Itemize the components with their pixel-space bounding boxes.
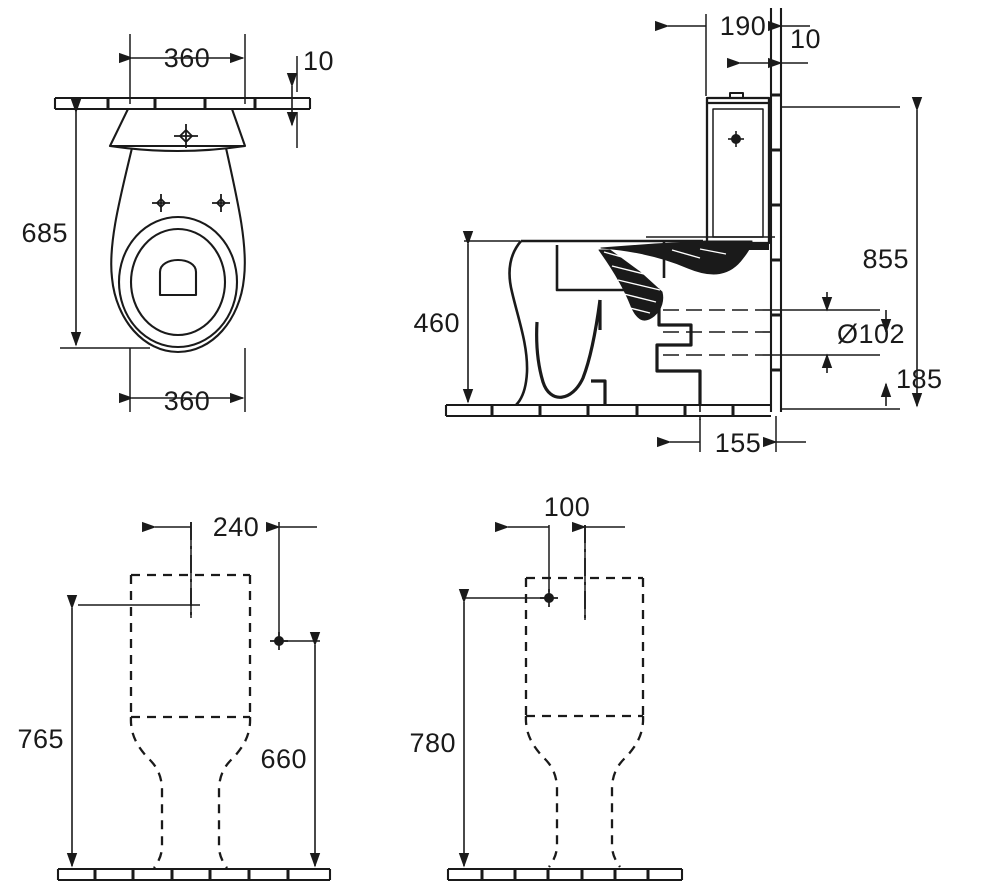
front-view-right: 100 780 xyxy=(409,492,684,882)
front-view-left: 240 765 660 xyxy=(17,512,332,882)
dim-side-outlet-height: 185 xyxy=(880,310,943,406)
dim-plan-width-bottom-label: 360 xyxy=(164,386,211,416)
dim-side-total-height-label: 855 xyxy=(862,244,909,274)
dim-front-right-inlet-height-label: 780 xyxy=(409,728,456,758)
dim-plan-seat-thickness-label: 10 xyxy=(303,46,334,76)
side-trap-profile xyxy=(535,292,702,405)
dim-front-left-inlet-height: 660 xyxy=(260,632,321,868)
plan-extension-lines xyxy=(60,34,298,412)
side-flush-button-icon xyxy=(728,131,744,147)
plan-seat-rim xyxy=(117,215,239,349)
plan-view: 360 10 685 360 xyxy=(21,34,334,416)
dim-plan-width-bottom: 360 xyxy=(119,386,245,416)
dim-side-seat-height-label: 460 xyxy=(413,308,460,338)
plan-fixing-hole-icon-left xyxy=(152,194,170,212)
dim-front-right-inlet-offset: 100 xyxy=(495,492,625,533)
dim-side-cistern-offset-label: 190 xyxy=(720,11,767,41)
dim-side-total-height: 855 xyxy=(862,97,923,408)
dim-front-left-total-height-label: 765 xyxy=(17,724,64,754)
side-extension-lines xyxy=(464,14,900,452)
dim-front-right-inlet-height: 780 xyxy=(409,589,470,868)
side-outlet-centrelines xyxy=(663,309,775,420)
plan-bowl-opening xyxy=(158,259,198,297)
dim-side-outlet-diameter-label: Ø102 xyxy=(837,319,905,349)
plan-fixing-hole-icon-right xyxy=(212,194,230,212)
plan-flush-button-icon xyxy=(174,124,198,148)
dim-front-left-inlet-offset: 240 xyxy=(142,512,317,542)
dim-front-left-inlet-height-label: 660 xyxy=(260,744,307,774)
front-right-hidden-outline xyxy=(524,576,645,868)
dim-plan-width-top-label: 360 xyxy=(164,43,211,73)
dim-side-wall-gap-label: 10 xyxy=(790,24,821,54)
front-left-extension-lines xyxy=(78,522,320,642)
dim-side-outlet-offset-label: 155 xyxy=(715,428,762,458)
dim-side-seat-height: 460 xyxy=(413,231,474,404)
dim-side-outlet-offset: 155 xyxy=(657,428,806,458)
dim-plan-depth-label: 685 xyxy=(21,218,68,248)
front-right-floor-line xyxy=(446,867,684,882)
dim-plan-width-top: 360 xyxy=(119,43,245,73)
dim-side-outlet-height-label: 185 xyxy=(896,364,943,394)
front-right-extension-lines xyxy=(462,525,586,620)
dim-front-right-inlet-offset-label: 100 xyxy=(544,492,591,522)
side-cistern-outline xyxy=(705,92,771,245)
plan-pan-outline xyxy=(110,147,246,354)
side-wall-line xyxy=(769,8,783,412)
dim-side-cistern-offset: 190 xyxy=(655,11,810,41)
front-left-floor-line xyxy=(56,867,332,882)
side-rim-section-hatch xyxy=(598,240,753,321)
dim-plan-depth: 685 xyxy=(21,99,82,347)
side-floor-line xyxy=(444,403,771,418)
plan-wall-band xyxy=(53,96,312,111)
plan-cistern-outline xyxy=(108,107,247,153)
front-left-hidden-outline xyxy=(129,573,252,869)
dim-front-left-total-height: 765 xyxy=(17,595,78,868)
dim-side-outlet-diameter: Ø102 xyxy=(821,292,905,373)
dim-front-left-inlet-offset-label: 240 xyxy=(213,512,260,542)
side-section-view: 190 10 460 855 Ø102 185 xyxy=(413,8,942,458)
dim-plan-seat-thickness: 10 xyxy=(286,46,334,127)
dim-side-wall-gap: 10 xyxy=(727,24,821,69)
